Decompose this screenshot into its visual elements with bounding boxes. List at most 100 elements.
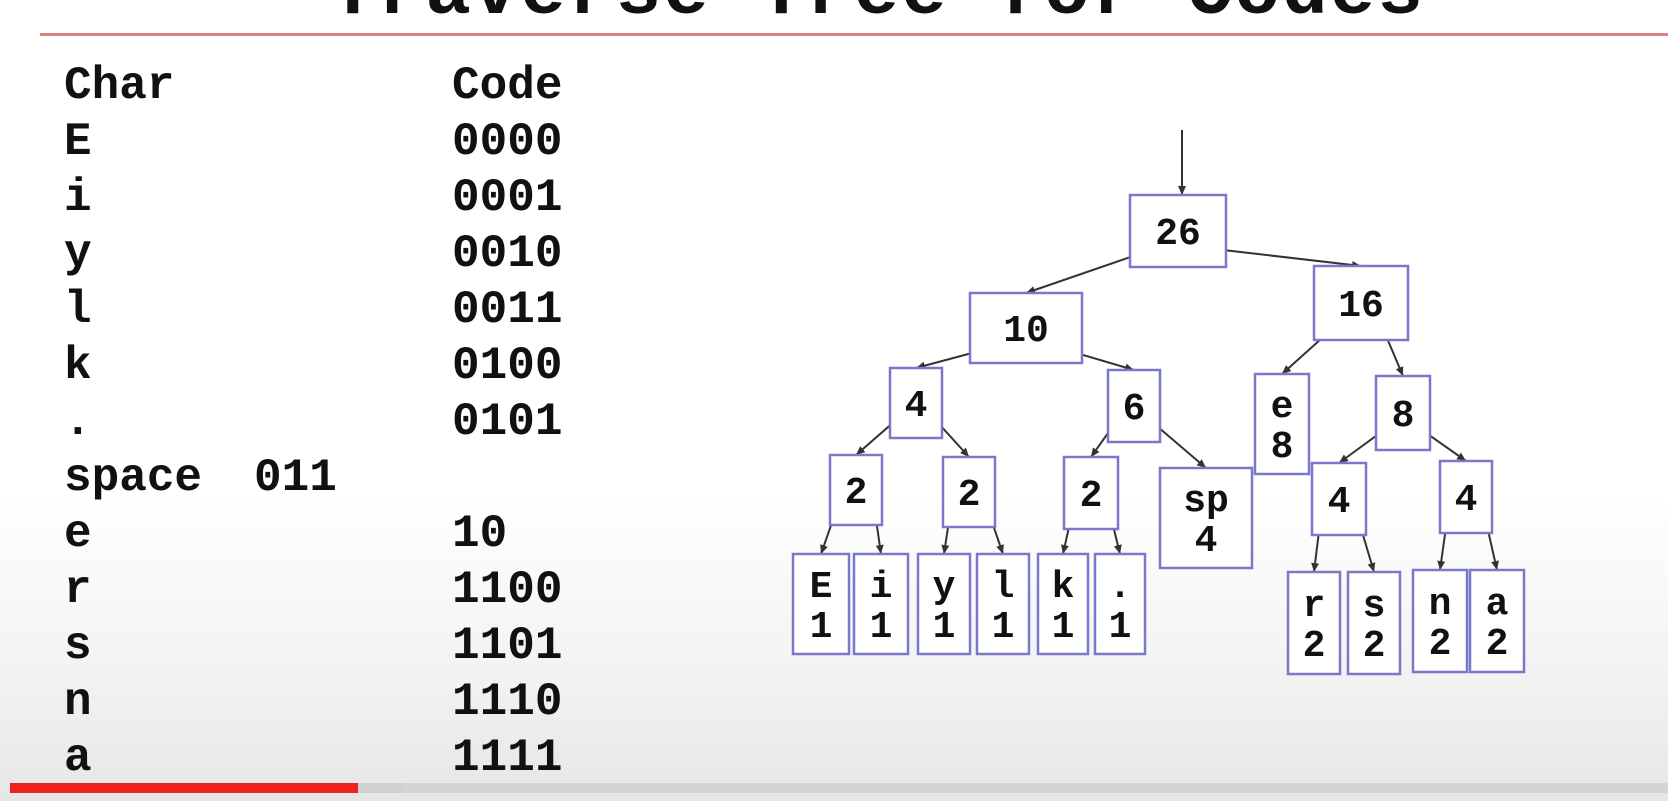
- tree-node-box: [1036, 552, 1090, 656]
- tree-node-box: [791, 552, 851, 656]
- char-cell: y: [64, 228, 92, 280]
- tree-node-label: 1: [1052, 606, 1075, 649]
- tree-node: e8: [1253, 372, 1311, 476]
- tree-node-label: 4: [1455, 479, 1478, 522]
- tree-node-label: .: [1109, 566, 1132, 609]
- tree-node: 2: [1062, 455, 1120, 531]
- tree-node: i1: [852, 552, 910, 656]
- code-cell: 1100: [452, 564, 563, 616]
- char-cell: i: [64, 172, 92, 224]
- tree-node: 2: [941, 455, 997, 529]
- tree-node: y1: [916, 552, 972, 656]
- tree-node-label: k: [1052, 566, 1075, 609]
- tree-node-label: a: [1486, 583, 1509, 626]
- char-cell: a: [64, 732, 92, 784]
- tree-node: 4: [888, 366, 944, 440]
- code-cell: 011: [254, 452, 337, 504]
- tree-node-box: [1374, 374, 1432, 452]
- tree-node-box: [828, 453, 884, 527]
- video-progress-track[interactable]: [10, 783, 1668, 793]
- char-cell: k: [64, 340, 92, 392]
- tree-node-label: 10: [1003, 310, 1049, 353]
- tree-node: E1: [791, 552, 851, 656]
- code-cell: 0101: [452, 396, 563, 448]
- tree-node-label: 2: [1363, 625, 1386, 668]
- tree-node: 8: [1374, 374, 1432, 452]
- tree-node: 16: [1312, 264, 1410, 342]
- tree-node-box: [1106, 368, 1162, 444]
- tree-node-label: n: [1429, 583, 1452, 626]
- tree-node: a2: [1468, 568, 1526, 674]
- tree-node-label: 2: [845, 472, 868, 515]
- tree-node-label: 6: [1123, 388, 1146, 431]
- code-cell: 0001: [452, 172, 563, 224]
- tree-node-box: [1438, 459, 1494, 535]
- tree-node-box: [1062, 455, 1120, 531]
- tree-node-box: [852, 552, 910, 656]
- tree-node-box: [1286, 570, 1342, 676]
- tree-node: 4: [1438, 459, 1494, 535]
- code-cell: 10: [452, 508, 508, 560]
- tree-node-label: 16: [1338, 285, 1384, 328]
- tree-node-box: [1468, 568, 1526, 674]
- title-divider: [40, 33, 1668, 36]
- tree-node: k1: [1036, 552, 1090, 656]
- tree-node-label: 1: [933, 606, 956, 649]
- tree-node: l1: [975, 552, 1031, 656]
- tree-node-label: 2: [1429, 623, 1452, 666]
- char-cell: l: [64, 284, 92, 336]
- tree-node-box: [916, 552, 972, 656]
- char-cell: n: [64, 676, 92, 728]
- tree-node-box: [968, 291, 1084, 365]
- char-cell: s: [64, 620, 92, 672]
- tree-node-label: 8: [1271, 426, 1294, 469]
- code-cell: 0011: [452, 284, 563, 336]
- tree-node-box: [941, 455, 997, 529]
- tree-node: 2: [828, 453, 884, 527]
- tree-node-box: [1346, 570, 1402, 676]
- tree-node-box: [888, 366, 944, 440]
- tree-node-label: e: [1271, 386, 1294, 429]
- tree-node-box: [1158, 466, 1254, 570]
- tree-node-box: [1411, 568, 1469, 674]
- code-column-header: Code: [452, 60, 563, 112]
- char-cell: e: [64, 508, 92, 560]
- tree-node-label: i: [870, 566, 893, 609]
- tree-node-box: [1093, 552, 1147, 656]
- tree-node: 10: [968, 291, 1084, 365]
- tree-node-box: [1312, 264, 1410, 342]
- tree-node-label: y: [933, 566, 956, 609]
- tree-node: s2: [1346, 570, 1402, 676]
- video-progress-bar[interactable]: [10, 783, 359, 793]
- char-cell: .: [64, 396, 92, 448]
- tree-node-box: [975, 552, 1031, 656]
- tree-node: 6: [1106, 368, 1162, 444]
- tree-node-label: E: [810, 566, 833, 609]
- tree-node-label: 4: [1195, 520, 1218, 563]
- tree-node: r2: [1286, 570, 1342, 676]
- code-cell: 0100: [452, 340, 563, 392]
- tree-node: sp4: [1158, 466, 1254, 570]
- slide-title: Traverse Tree for Codes: [330, 0, 1425, 36]
- tree-node-label: 1: [992, 606, 1015, 649]
- tree-node-box: [1253, 372, 1311, 476]
- tree-node-label: 1: [1109, 606, 1132, 649]
- tree-node: 4: [1310, 461, 1368, 537]
- tree-node-label: 4: [905, 385, 928, 428]
- char-cell: r: [64, 564, 92, 616]
- code-cell: 1111: [452, 732, 563, 784]
- code-cell: 0010: [452, 228, 563, 280]
- tree-node-label: 2: [1080, 475, 1103, 518]
- code-cell: 1110: [452, 676, 563, 728]
- tree-node-label: 2: [1486, 623, 1509, 666]
- tree-node-label: 1: [870, 606, 893, 649]
- tree-node-label: 2: [1303, 625, 1326, 668]
- char-cell: space: [64, 452, 203, 504]
- tree-node: n2: [1411, 568, 1469, 674]
- tree-node-label: sp: [1183, 480, 1229, 523]
- tree-node-label: 2: [958, 474, 981, 517]
- tree-node-box: [1128, 193, 1228, 269]
- tree-node-label: 1: [810, 606, 833, 649]
- code-cell: 1101: [452, 620, 563, 672]
